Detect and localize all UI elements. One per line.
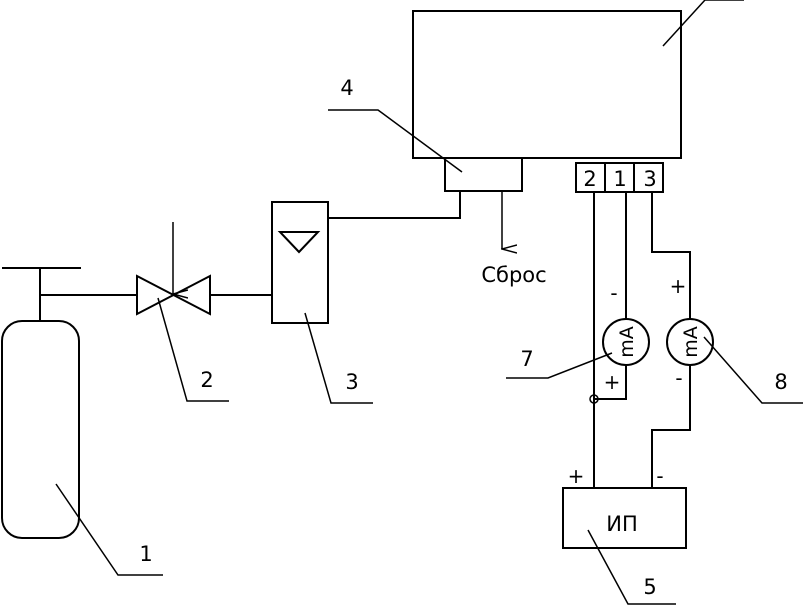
gas-cylinder — [1, 267, 137, 539]
callout-7: 7 — [520, 347, 533, 371]
ps-right-sign: - — [656, 464, 663, 488]
m7-top-sign: - — [610, 281, 617, 305]
sensor-block — [444, 157, 523, 192]
callout-3: 3 — [345, 370, 358, 394]
terminal-3-label: 3 — [643, 167, 656, 191]
power-supply: ИП — [562, 487, 687, 549]
callout-4: 4 — [340, 76, 353, 100]
flow-meter — [271, 191, 461, 324]
callout-1: 1 — [139, 542, 152, 566]
callout-8: 8 — [774, 370, 787, 394]
terminal-2-label: 2 — [583, 167, 596, 191]
gas-analyzer-unit — [412, 10, 682, 249]
terminal-block: 2 1 3 — [575, 162, 664, 193]
terminal-1-label: 1 — [613, 167, 626, 191]
callout-5: 5 — [643, 575, 656, 599]
power-supply-label: ИП — [606, 512, 638, 536]
valve — [136, 222, 272, 316]
m8-bottom-sign: - — [675, 366, 682, 390]
milliammeter-7: mA — [602, 318, 650, 366]
milliammeter-7-label: mA — [616, 326, 638, 358]
milliammeter-8: mA — [666, 318, 714, 366]
leader-lines — [55, 0, 803, 605]
exhaust-label: Сброс — [481, 263, 546, 287]
wiring — [589, 192, 691, 488]
m7-bottom-sign: + — [604, 370, 621, 394]
ps-left-sign: + — [568, 464, 585, 488]
milliammeter-8-label: mA — [680, 326, 702, 358]
callout-2: 2 — [200, 368, 213, 392]
m8-top-sign: + — [670, 274, 687, 298]
